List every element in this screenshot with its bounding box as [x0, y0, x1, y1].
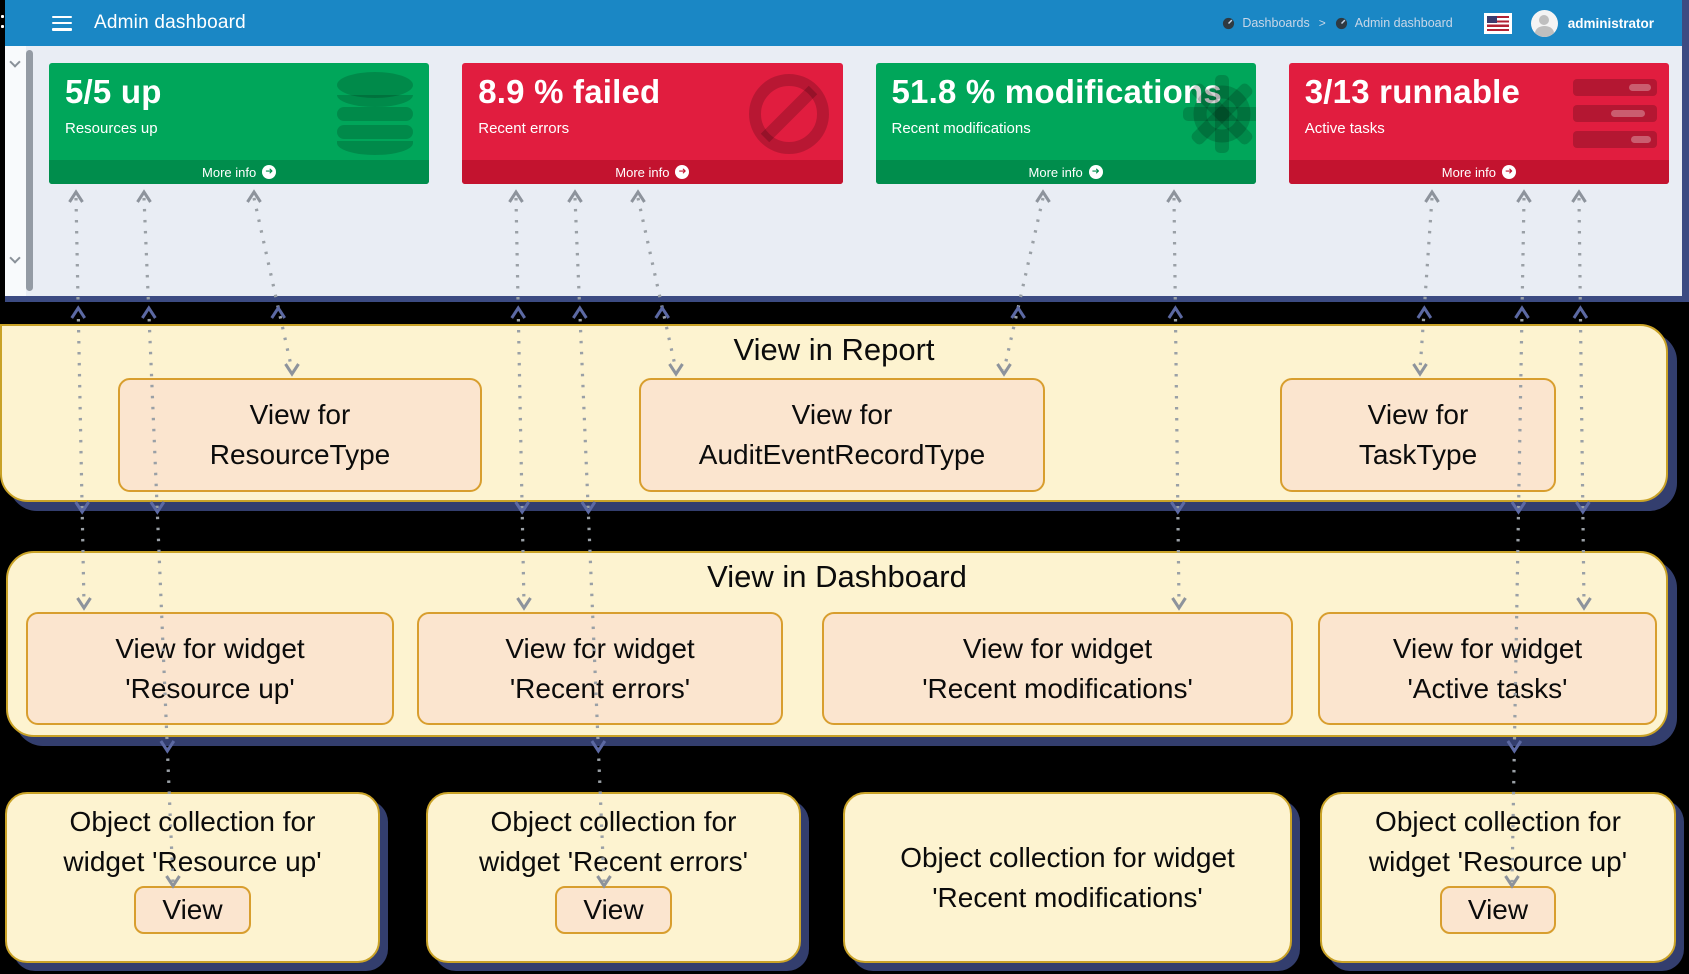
top-navbar: Admin dashboard Dashboards > Admin dashb… [0, 0, 1682, 46]
logo-edge-strip [0, 0, 5, 302]
object-collection-recent-modifications-box: Object collection for widget 'Recent mod… [843, 792, 1292, 963]
tasks-icon [1573, 79, 1657, 148]
band-title: View in Dashboard [707, 559, 967, 594]
collection-label: Object collection for widget 'Recent err… [478, 806, 749, 877]
page-title: Admin dashboard [94, 12, 246, 33]
object-collection-recent-errors-box: Object collection for widget 'Recent err… [426, 792, 801, 963]
us-flag-icon[interactable] [1483, 12, 1512, 34]
more-info-link[interactable]: More info ➜ [462, 160, 843, 184]
widget-body: 8.9 % failed Recent errors [462, 63, 842, 160]
more-info-label: More info [202, 164, 257, 180]
band-title: View in Report [733, 332, 935, 367]
gauge-icon [1335, 17, 1347, 29]
more-info-link[interactable]: More info ➜ [49, 160, 430, 184]
widget-headline: 8.9 % failed [478, 73, 661, 110]
widget-resources-up: 5/5 up Resources up More info ➜ [49, 63, 430, 184]
more-info-label: More info [1028, 164, 1083, 180]
more-info-label: More info [615, 164, 670, 180]
chevron-down-icon[interactable] [10, 58, 19, 67]
database-icon [337, 72, 414, 155]
arrow-circle-right-icon: ➜ [1501, 165, 1516, 179]
more-info-link[interactable]: More info ➜ [1288, 160, 1669, 184]
arrow-circle-right-icon: ➜ [675, 165, 690, 179]
widget-subtitle: Recent modifications [891, 120, 1031, 137]
collection-label: Object collection for widget 'Recent mod… [900, 841, 1235, 913]
object-collection-resource-up-box-2: Object collection for widget 'Resource u… [1320, 792, 1676, 963]
view-button: View [555, 885, 672, 934]
view-for-resourcetype-box: View for ResourceType [118, 378, 482, 492]
object-collection-resource-up-box: Object collection for widget 'Resource u… [5, 792, 380, 963]
breadcrumb-item-dashboards[interactable]: Dashboards [1222, 16, 1310, 30]
hamburger-menu-icon[interactable] [52, 15, 72, 31]
arrow-circle-right-icon: ➜ [1088, 165, 1103, 179]
gear-icon [1182, 75, 1256, 153]
avatar[interactable] [1530, 9, 1558, 37]
breadcrumb: Dashboards > Admin dashboard [1222, 16, 1453, 30]
view-for-widget-recent-errors-box: View for widget 'Recent errors' [417, 612, 783, 725]
arrow-circle-right-icon: ➜ [262, 165, 277, 179]
collapsed-side-rail [5, 46, 26, 296]
widget-subtitle: Recent errors [478, 120, 570, 137]
chevron-down-icon[interactable] [10, 254, 19, 263]
view-button: View [134, 885, 251, 934]
breadcrumb-label: Dashboards [1242, 16, 1310, 30]
dashboard-widgets-row: 5/5 up Resources up More info ➜ [49, 63, 1669, 184]
widget-body: 3/13 runnable Active tasks [1289, 63, 1669, 160]
widget-body: 51.8 % modifications Recent modification… [876, 63, 1256, 160]
midpoint-screenshot: Admin dashboard Dashboards > Admin dashb… [0, 0, 1689, 302]
more-info-label: More info [1441, 164, 1496, 180]
view-for-widget-recent-modifications-box: View for widget 'Recent modifications' [822, 612, 1293, 725]
vertical-scrollbar[interactable] [26, 50, 33, 291]
view-in-dashboard-band: View in Dashboard View for widget 'Resou… [6, 551, 1668, 737]
widget-body: 5/5 up Resources up [49, 63, 429, 160]
username[interactable]: administrator [1567, 15, 1654, 31]
widget-subtitle: Active tasks [1304, 120, 1385, 137]
more-info-link[interactable]: More info ➜ [875, 160, 1256, 184]
widget-headline: 5/5 up [65, 73, 162, 110]
widget-recent-errors: 8.9 % failed Recent errors More info ➜ [462, 63, 843, 184]
ban-icon [748, 74, 829, 154]
view-in-report-band: View in Report View for ResourceType Vie… [0, 324, 1668, 502]
breadcrumb-label: Admin dashboard [1354, 16, 1453, 30]
gauge-icon [1223, 17, 1235, 29]
widget-subtitle: Resources up [65, 120, 158, 137]
breadcrumb-separator: > [1318, 16, 1326, 30]
breadcrumb-item-admin-dashboard[interactable]: Admin dashboard [1335, 16, 1453, 30]
topbar-right: Dashboards > Admin dashboard administrat… [1222, 9, 1654, 37]
widget-recent-modifications: 51.8 % modifications Recent modification… [875, 63, 1256, 184]
collection-label: Object collection for widget 'Resource u… [1368, 806, 1628, 877]
view-for-tasktype-box: View for TaskType [1280, 378, 1556, 492]
view-button: View [1439, 885, 1557, 934]
widget-active-tasks: 3/13 runnable Active tasks Mor [1288, 63, 1669, 184]
collection-label: Object collection for widget 'Resource u… [63, 806, 322, 877]
widget-headline: 3/13 runnable [1304, 73, 1521, 110]
view-for-widget-resource-up-box: View for widget 'Resource up' [26, 612, 394, 725]
view-for-widget-active-tasks-box: View for widget 'Active tasks' [1318, 612, 1657, 725]
view-for-auditeventrecordtype-box: View for AuditEventRecordType [639, 378, 1045, 492]
widget-headline: 51.8 % modifications [891, 73, 1222, 110]
